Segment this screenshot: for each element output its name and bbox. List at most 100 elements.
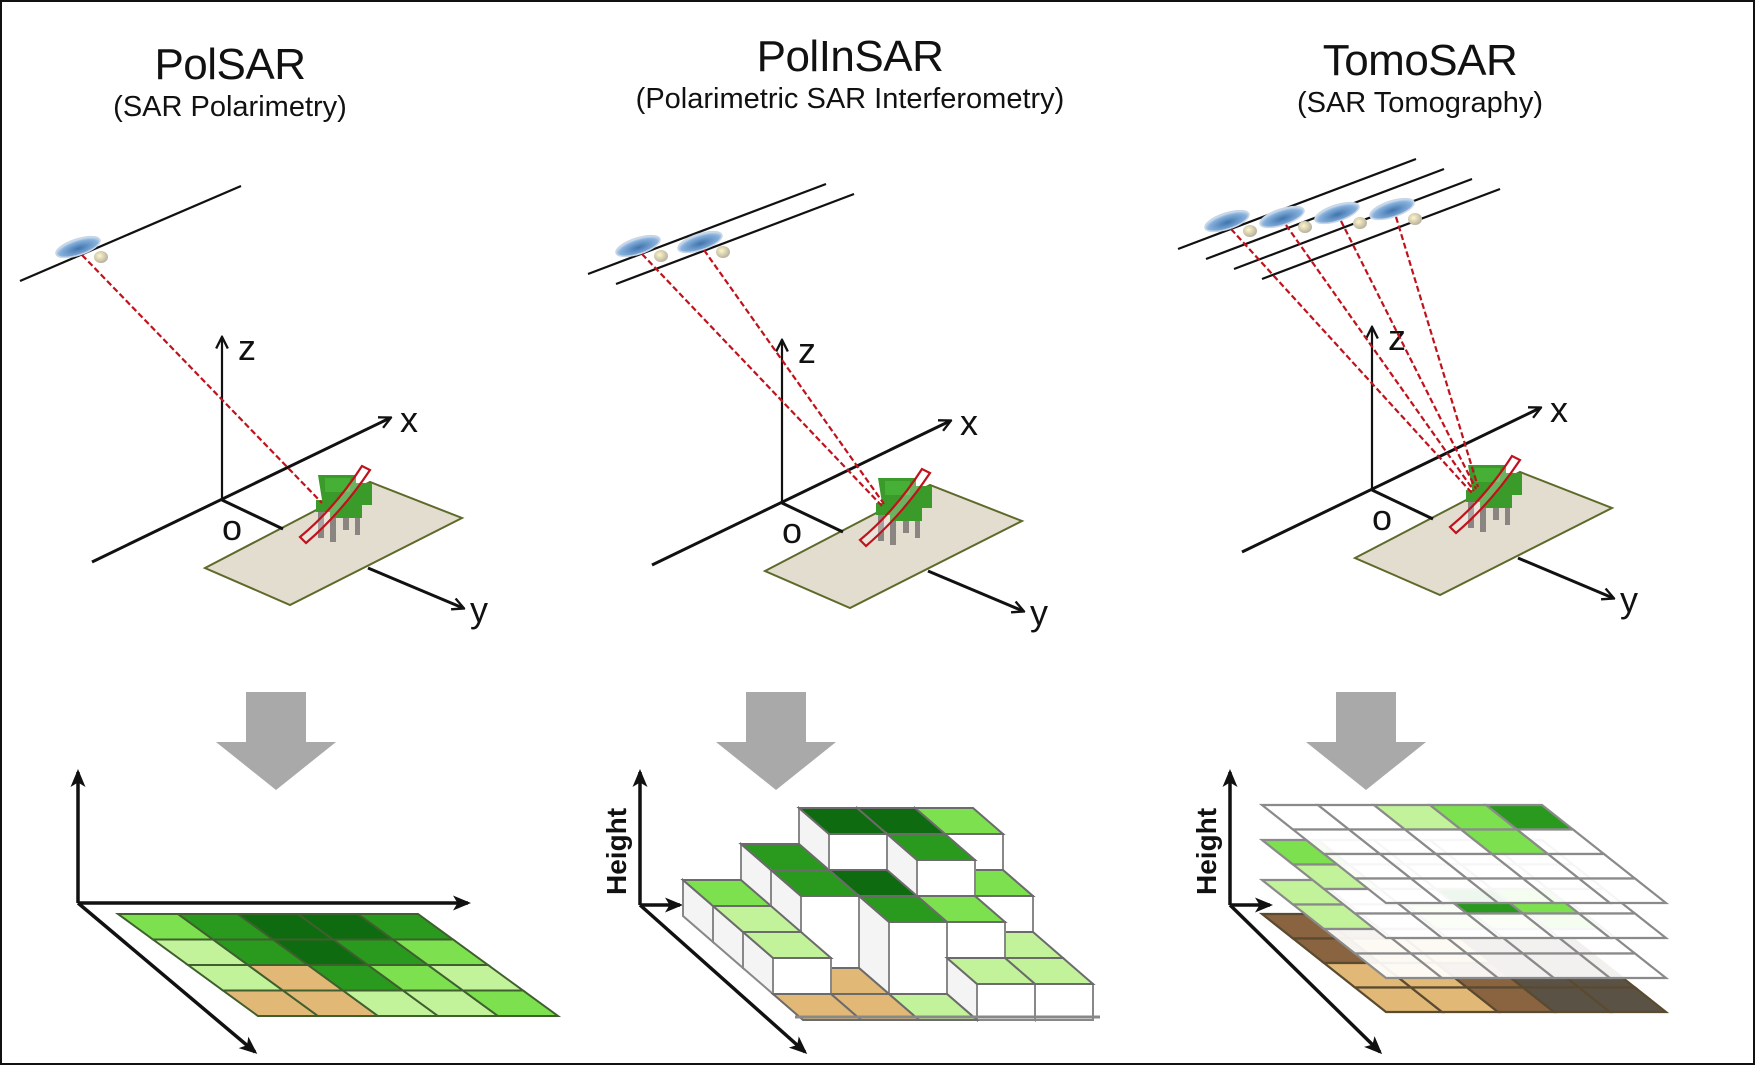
- height-axis-label: Height: [601, 808, 632, 895]
- orbit-track: [1233, 177, 1473, 271]
- block-top-cell: [884, 833, 978, 861]
- block-top-cell: [770, 993, 864, 1021]
- satellite-icon: [55, 235, 108, 263]
- origin-label: o: [1372, 497, 1392, 538]
- height-axis-label: Height: [1191, 808, 1222, 895]
- x-axis: [651, 421, 950, 567]
- x-axis-label: x: [1550, 389, 1568, 430]
- subtitle-polinsar: (Polarimetric SAR Interferometry): [635, 83, 1065, 115]
- satellite-antenna: [1314, 201, 1360, 225]
- satellite-antenna: [615, 234, 661, 258]
- block-top-cell: [740, 931, 834, 959]
- ground-plane: [762, 483, 1025, 610]
- radar-beam: [81, 254, 323, 504]
- satellite-antenna: [55, 235, 101, 259]
- y-axis-label: y: [1620, 579, 1638, 620]
- satellite-body: [1243, 225, 1257, 237]
- satellite-icon: [1369, 197, 1422, 225]
- z-axis-label: z: [238, 327, 256, 368]
- title-polinsar: PolInSAR: [756, 32, 944, 81]
- satellite-body: [654, 250, 668, 262]
- depth-axis: [76, 901, 258, 1054]
- satellite-icon: [1259, 205, 1312, 233]
- x-axis-label: x: [960, 402, 978, 443]
- x-axis: [1241, 408, 1540, 554]
- resolution-cell-strip: [1448, 454, 1522, 535]
- radar-beam: [1340, 220, 1477, 490]
- orbit-track: [19, 184, 242, 283]
- orbit-track: [1177, 157, 1417, 251]
- y-axis: [1517, 556, 1613, 598]
- tree-trunk: [1480, 502, 1486, 532]
- y-axis-label: y: [470, 589, 488, 630]
- tree-highlight: [325, 478, 350, 492]
- block-front-face: [888, 921, 948, 995]
- block-top-cell: [944, 957, 1038, 985]
- radar-beam: [641, 253, 883, 507]
- tomo-layer-cell: [1575, 952, 1670, 980]
- tomo-layer-cell: [1575, 912, 1670, 940]
- block-top-cell: [856, 895, 950, 923]
- tree-highlight: [1475, 468, 1500, 482]
- origin-label: o: [222, 507, 242, 548]
- y-axis-segment: [1371, 488, 1434, 521]
- satellite-icon: [1314, 201, 1367, 229]
- process-arrow-icon: [716, 692, 836, 790]
- radar-beam: [1394, 216, 1480, 488]
- orbit-track: [1261, 187, 1501, 281]
- orbit-track: [587, 182, 827, 276]
- satellite-icon: [615, 234, 668, 262]
- block-front-face: [772, 957, 832, 995]
- depth-axis: [638, 903, 808, 1054]
- satellite-body: [1298, 221, 1312, 233]
- satellite-antenna: [1259, 205, 1305, 229]
- tree-trunk: [330, 512, 336, 542]
- acquisition-scene-tomosar: z x y o: [1177, 157, 1638, 620]
- resolution-cell-strip: [858, 467, 932, 548]
- satellite-antenna: [1369, 197, 1415, 221]
- satellite-body: [716, 246, 730, 258]
- subtitle-tomosar: (SAR Tomography): [1296, 87, 1544, 119]
- satellite-body: [94, 251, 108, 263]
- tree-trunk: [318, 512, 324, 538]
- tree-highlight: [885, 481, 910, 495]
- origin-label: o: [782, 510, 802, 551]
- x-axis-label: x: [400, 399, 418, 440]
- y-axis: [367, 566, 463, 608]
- tree-trunk: [1468, 502, 1474, 528]
- tree-trunk: [1505, 503, 1510, 525]
- title-tomosar: TomoSAR: [1322, 36, 1518, 85]
- radar-beam: [1230, 228, 1473, 494]
- radar-beam: [703, 249, 885, 505]
- satellite-body: [1353, 217, 1367, 229]
- tree-trunk: [878, 515, 884, 541]
- satellite-body: [1408, 213, 1422, 225]
- y-axis-label: y: [1030, 592, 1048, 633]
- panel-title-tomosar: TomoSAR (SAR Tomography): [1230, 36, 1610, 120]
- ground-plane: [202, 480, 465, 607]
- tomo-layer-cell: [1575, 877, 1670, 905]
- x-axis: [91, 418, 390, 564]
- satellite-antenna: [1204, 209, 1250, 233]
- z-axis-label: z: [798, 330, 816, 371]
- acquisition-scene-polsar: z x y o: [19, 184, 488, 630]
- process-arrow-icon: [1306, 692, 1426, 790]
- satellite-icon: [1204, 209, 1257, 237]
- panel-title-polinsar: PolInSAR (Polarimetric SAR Interferometr…: [560, 32, 1140, 116]
- radar-beam: [1285, 224, 1475, 492]
- grid-cell: [459, 989, 562, 1017]
- tomo-layer-cell: [1575, 986, 1670, 1014]
- title-polsar: PolSAR: [154, 40, 306, 89]
- block-front-face: [976, 983, 1036, 1021]
- z-axis-label: z: [1388, 317, 1406, 358]
- block-front-face: [1034, 983, 1094, 1021]
- depth-axis: [1228, 903, 1383, 1055]
- tree-trunk: [915, 516, 920, 538]
- tree-trunk: [355, 513, 360, 535]
- y-axis-segment: [221, 498, 284, 531]
- acquisition-scene-polinsar: z x y o: [587, 182, 1048, 633]
- y-axis-segment: [781, 501, 844, 534]
- satellite-antenna: [677, 230, 723, 254]
- satellite-icon: [677, 230, 730, 258]
